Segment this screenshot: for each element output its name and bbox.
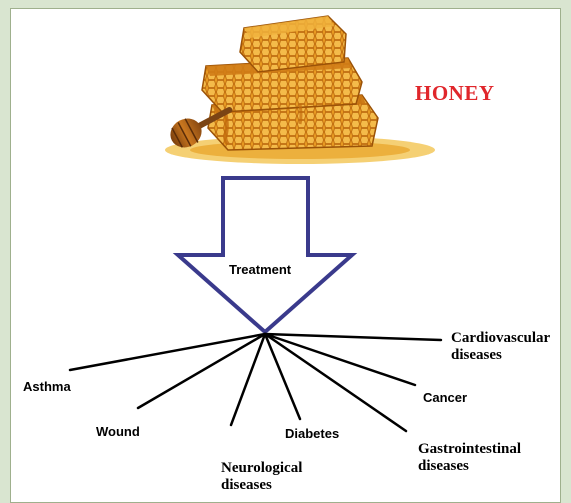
honeycomb-image bbox=[165, 16, 435, 164]
line-neurological bbox=[231, 334, 265, 425]
treatment-arrow bbox=[178, 178, 352, 332]
treatment-label: Treatment bbox=[229, 262, 291, 277]
label-wound: Wound bbox=[96, 424, 140, 439]
label-gastrointestinal: Gastrointestinal diseases bbox=[418, 441, 558, 475]
honey-title: HONEY bbox=[415, 81, 495, 106]
label-cardiovascular: Cardiovascular diseases bbox=[451, 330, 569, 364]
label-neurological: Neurological diseases bbox=[221, 460, 341, 494]
label-cancer: Cancer bbox=[423, 390, 467, 405]
line-cardiovascular bbox=[265, 334, 441, 340]
label-asthma: Asthma bbox=[23, 379, 71, 394]
line-cancer bbox=[265, 334, 415, 385]
radiating-lines bbox=[70, 334, 441, 431]
label-diabetes: Diabetes bbox=[285, 426, 339, 441]
